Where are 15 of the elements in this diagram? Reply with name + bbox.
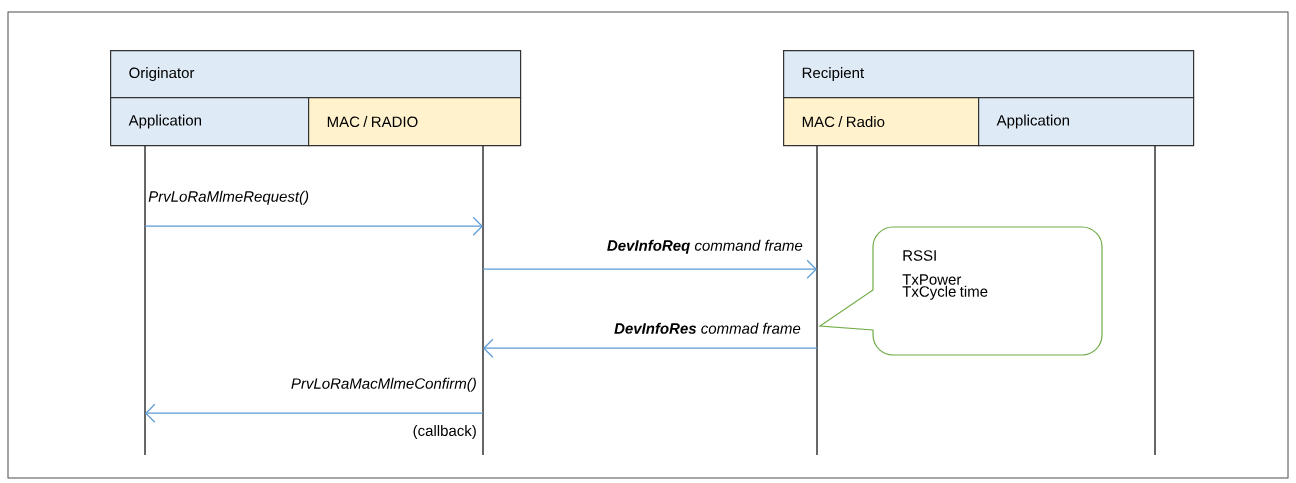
edge-label: DevInfoRes commad frame [613, 321, 802, 335]
arrow [482, 259, 817, 279]
arrow [145, 403, 484, 423]
header-box: MAC / RADIO [308, 97, 522, 147]
header-box: Application [978, 97, 1195, 147]
note-text: (callback) [413, 425, 476, 439]
edge-label: PrvLoRaMlmeRequest() [147, 189, 311, 206]
arrow [144, 216, 483, 236]
header-box: Recipient [783, 50, 1195, 99]
edge-label: DevInfoReq command frame [605, 238, 804, 255]
header-box: MAC / Radio [783, 97, 980, 147]
speech-bubble: RSSI TxPower TxCycle time [819, 226, 1103, 356]
arrow [483, 338, 818, 358]
edge-label: PrvLoRaMacMlmeConfirm() [289, 376, 478, 393]
header-box: Application [110, 97, 310, 147]
